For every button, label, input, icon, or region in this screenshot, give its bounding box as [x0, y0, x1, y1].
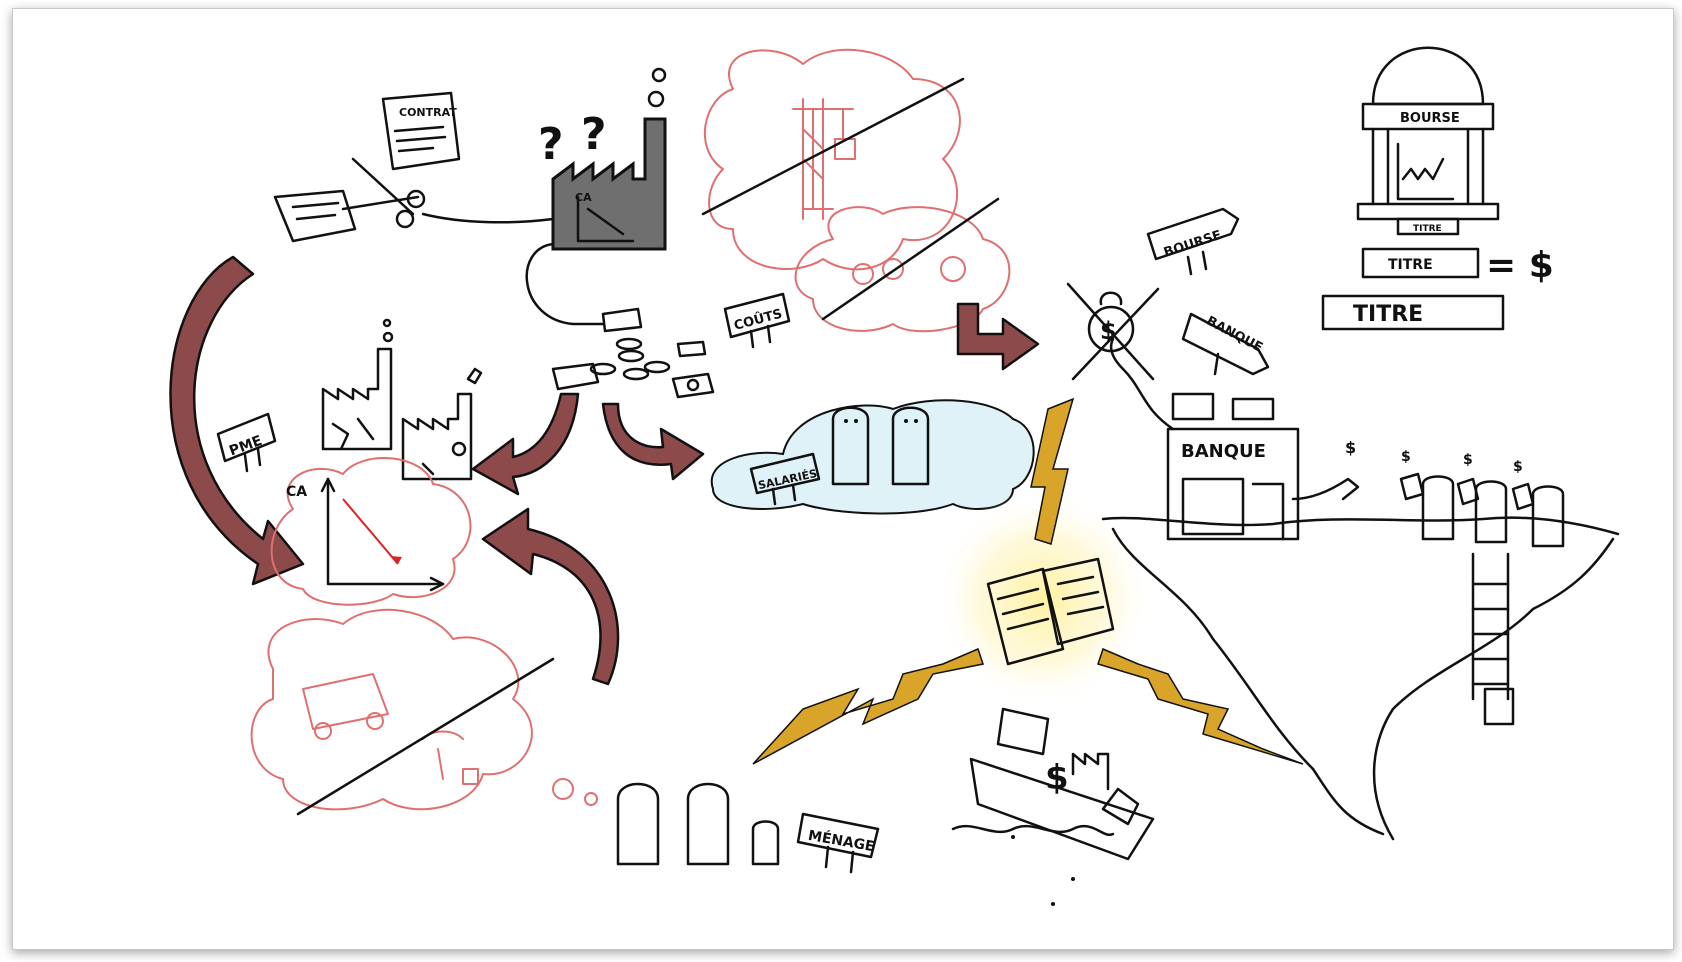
broken-factory-icon [401, 367, 483, 481]
svg-text:$: $ [1401, 449, 1411, 465]
bourse-building: BOURSE TITRE [1356, 46, 1500, 236]
crossed-out-vacation-thought [250, 608, 598, 816]
question-mark-icon: ? [538, 119, 564, 170]
crossed-out-money-bag-icon: $ [1066, 282, 1160, 381]
titre-large-label: TITRE [1353, 302, 1423, 327]
chart-ca-label: CA [286, 484, 307, 500]
factory-icon: CA ? ? [525, 67, 667, 333]
bourse-sign-label: BOURSE [1162, 228, 1223, 261]
newspaper-icon [986, 557, 1115, 666]
banque-sign-label: BANQUE [1204, 314, 1265, 356]
lightning-bolt-icon [1097, 647, 1304, 765]
menage-family: MÉNAGE [616, 782, 880, 874]
svg-text:$: $ [1345, 438, 1356, 457]
svg-text:$: $ [1463, 452, 1473, 468]
lightning-bolt-icon [1030, 397, 1075, 545]
titre-equals-dollar: TITRE = $ [1361, 245, 1554, 286]
cliff-edge [1101, 516, 1620, 841]
couts-sign: COÛTS [723, 292, 791, 349]
equals-dollar-label: = $ [1486, 245, 1554, 286]
svg-text:$: $ [1513, 459, 1523, 475]
banque-sign: BANQUE [1181, 312, 1270, 376]
question-mark-icon: ? [581, 109, 607, 160]
salaries-group: SALARIÉS [710, 399, 1035, 515]
arrow-coins-to-salaries [601, 402, 705, 481]
bank-building-label: BANQUE [1181, 441, 1266, 462]
arrow-pme-to-ca [169, 255, 305, 586]
crossed-out-construction-thought [701, 48, 965, 271]
contrat-label: CONTRAT [399, 106, 457, 119]
pme-sign: PME [216, 412, 277, 473]
bourse-sign: BOURSE [1146, 207, 1240, 276]
bourse-building-label: BOURSE [1400, 111, 1460, 126]
whiteboard-illustration: CONTRAT CA ? ? COÛTS [169, 46, 1620, 906]
money-coins-icon [551, 337, 715, 399]
titre-large-box: TITRE [1321, 294, 1505, 331]
titre-box-label: TITRE [1388, 257, 1433, 273]
crossed-out-vehicles-thought [794, 197, 1011, 333]
arrow-menage-to-ca [481, 507, 620, 686]
broken-factory-icon [321, 318, 394, 451]
sinking-ship-icon: $ [951, 707, 1155, 906]
factory-ca-label: CA [575, 191, 592, 204]
contract-scissors-icon: CONTRAT [273, 91, 555, 243]
arrow-cloud-to-bank [956, 302, 1040, 371]
illustration-frame: CONTRAT CA ? ? COÛTS [12, 8, 1674, 950]
bankers-group: $ $ $ $ [1345, 438, 1565, 548]
dollar-icon: $ [1045, 758, 1069, 798]
lightning-bolt-icon [752, 647, 984, 765]
ca-decline-chart: CA [270, 457, 472, 606]
bank-building: BANQUE [1109, 337, 1360, 541]
glow [933, 489, 1153, 709]
arrow-coins-to-ca [471, 392, 580, 496]
titre-small-label: TITRE [1413, 224, 1442, 234]
